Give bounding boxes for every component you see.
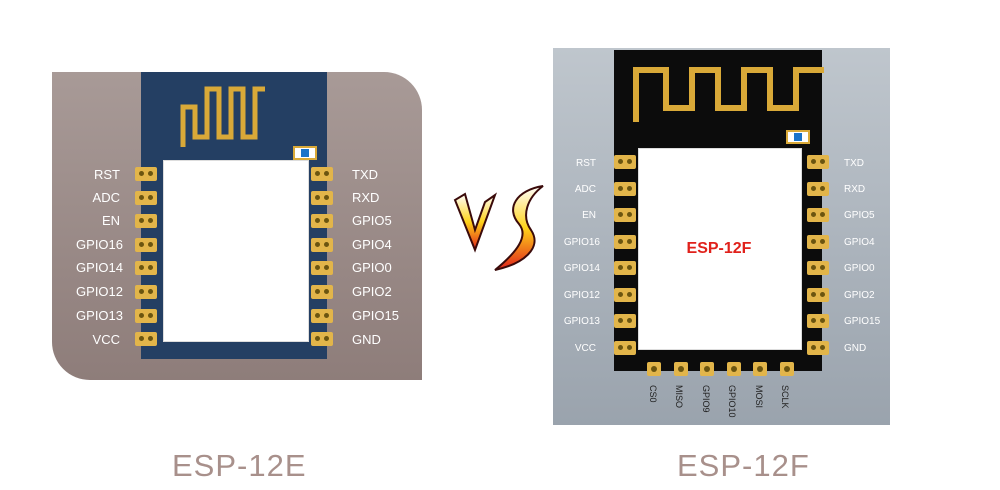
solder-pad (135, 190, 157, 205)
solder-pad (135, 308, 157, 323)
pin-label-en: EN (582, 210, 596, 221)
pin-label-gnd: GND (844, 343, 867, 354)
pin-label-gpio0: GPIO0 (844, 263, 875, 274)
solder-pad (614, 261, 636, 275)
pin-label-gpio13: GPIO13 (563, 316, 600, 327)
pin-label-miso: MISO (674, 385, 684, 409)
solder-pad (807, 340, 829, 355)
pin-label-adc: ADC (92, 190, 120, 205)
pin-label-gpio15: GPIO15 (352, 308, 399, 323)
caption-esp12e: ESP-12E (172, 448, 307, 483)
pin-label-gpio5: GPIO5 (352, 213, 392, 228)
antenna-trace-icon (180, 86, 265, 147)
metal-shield-can (638, 148, 802, 350)
pin-label-rst: RST (94, 167, 120, 182)
pin-label-vcc: VCC (92, 332, 120, 347)
solder-pad (311, 214, 333, 229)
caption-esp12f: ESP-12F (677, 448, 810, 483)
solder-pad (614, 181, 636, 196)
solder-pad (807, 208, 829, 222)
pin-label-gpio14: GPIO14 (563, 263, 600, 274)
solder-pad (807, 181, 829, 196)
pin-label-gpio12: GPIO12 (76, 284, 123, 299)
solder-pad (614, 287, 636, 302)
pin-label-gpio4: GPIO4 (352, 237, 392, 252)
esp12e-board (141, 72, 327, 359)
solder-pad (614, 208, 636, 222)
pin-label-gpio12: GPIO12 (563, 290, 600, 301)
pin-label-gpio15: GPIO15 (844, 316, 881, 327)
pin-label-gpio16: GPIO16 (563, 237, 600, 248)
pin-label-rxd: RXD (844, 184, 866, 195)
pin-label-rxd: RXD (352, 190, 380, 205)
antenna-trace-icon (633, 67, 824, 122)
solder-pad (311, 285, 333, 299)
pin-label-gpio4: GPIO4 (844, 237, 875, 248)
pin-label-adc: ADC (574, 184, 596, 195)
solder-pad (700, 362, 714, 376)
solder-pad (614, 234, 636, 249)
solder-pad (311, 237, 333, 252)
pin-label-vcc: VCC (574, 343, 596, 354)
smd-component-icon (293, 146, 317, 160)
solder-pad (614, 314, 636, 328)
solder-pad (135, 214, 157, 229)
solder-pad (807, 261, 829, 275)
pin-label-cs0: CS0 (648, 385, 658, 403)
solder-pad (311, 332, 333, 347)
solder-pad (311, 190, 333, 205)
solder-pad (311, 308, 333, 323)
solder-pad (614, 155, 636, 169)
pin-label-gpio10: GPIO10 (727, 385, 737, 418)
pin-label-txd: TXD (844, 158, 864, 169)
solder-pad (647, 362, 661, 376)
pin-label-gpio9: GPIO9 (701, 385, 711, 413)
pin-label-gpio0: GPIO0 (352, 260, 392, 275)
solder-pad (135, 167, 157, 181)
pin-label-sclk: SCLK (780, 385, 790, 409)
solder-pad (135, 285, 157, 299)
pin-label-gpio16: GPIO16 (76, 237, 123, 252)
pin-label-gnd: GND (352, 332, 381, 347)
pin-label-mosi: MOSI (754, 385, 764, 409)
solder-pad (614, 340, 636, 355)
metal-shield-can (163, 160, 309, 342)
solder-pad (135, 237, 157, 252)
pin-label-gpio14: GPIO14 (76, 260, 123, 275)
pin-label-gpio2: GPIO2 (844, 290, 875, 301)
solder-pad (311, 261, 333, 276)
smd-component-icon (786, 130, 810, 144)
pin-label-gpio5: GPIO5 (844, 210, 875, 221)
solder-pad (807, 314, 829, 328)
pin-label-txd: TXD (352, 167, 378, 182)
solder-pad (311, 167, 333, 181)
esp12f-board: ESP-12F (614, 50, 824, 371)
solder-pad (807, 234, 829, 249)
chip-label: ESP-12F (686, 240, 752, 257)
solder-pad (135, 261, 157, 276)
versus-icon (453, 185, 544, 271)
solder-pad (673, 362, 688, 376)
pin-label-gpio2: GPIO2 (352, 284, 392, 299)
solder-pad (726, 362, 741, 376)
solder-pad (779, 362, 794, 376)
pin-label-en: EN (101, 213, 120, 228)
solder-pad (807, 155, 829, 169)
pin-label-rst: RST (576, 158, 596, 169)
solder-pad (807, 287, 829, 302)
solder-pad (753, 362, 767, 376)
pin-label-gpio13: GPIO13 (76, 308, 123, 323)
solder-pad (135, 332, 157, 347)
